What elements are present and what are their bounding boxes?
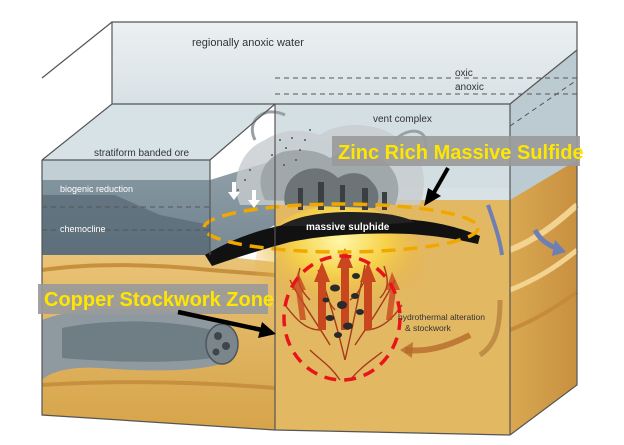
callout-zinc-arrow-shaft bbox=[430, 167, 450, 197]
callout-copper-arrow-shaft bbox=[177, 309, 263, 333]
label-hydrothermal-1: hydrothermal alteration bbox=[398, 312, 485, 322]
stockwork-zone-ring bbox=[282, 254, 402, 382]
particle-rain bbox=[237, 129, 311, 191]
callout-copper-arrow-head bbox=[258, 322, 276, 338]
label-chemocline: chemocline bbox=[60, 224, 106, 234]
sulphide-clasts bbox=[322, 273, 364, 338]
callout-zinc-text: Zinc Rich Massive Sulfide bbox=[338, 142, 584, 164]
ore-zone-ring bbox=[202, 202, 480, 254]
label-hydrothermal-2: & stockwork bbox=[405, 323, 452, 333]
callout-copper-box bbox=[38, 284, 268, 314]
callout-zinc-box bbox=[332, 136, 580, 166]
callout-zinc-arrow-head bbox=[424, 188, 441, 206]
rock-conduit bbox=[42, 308, 239, 380]
callout-zinc: Zinc Rich Massive Sulfide bbox=[332, 136, 584, 206]
label-oxic: oxic bbox=[455, 68, 473, 79]
label-regional-water: regionally anoxic water bbox=[192, 37, 304, 49]
massive-sulphide-mound bbox=[205, 212, 480, 266]
callout-copper-text: Copper Stockwork Zone bbox=[44, 289, 274, 311]
label-stratiform-ore: stratiform banded ore bbox=[94, 148, 189, 159]
label-massive-sulphide: massive sulphide bbox=[306, 222, 390, 233]
return-flow-arrows bbox=[400, 204, 566, 358]
oxic-anoxic-boundaries bbox=[42, 77, 578, 231]
label-anoxic: anoxic bbox=[455, 82, 484, 93]
label-biogenic-reduction: biogenic reduction bbox=[60, 184, 133, 194]
sinking-arrows bbox=[228, 182, 260, 208]
label-vent-complex: vent complex bbox=[373, 114, 432, 125]
callout-copper: Copper Stockwork Zone bbox=[38, 284, 276, 338]
